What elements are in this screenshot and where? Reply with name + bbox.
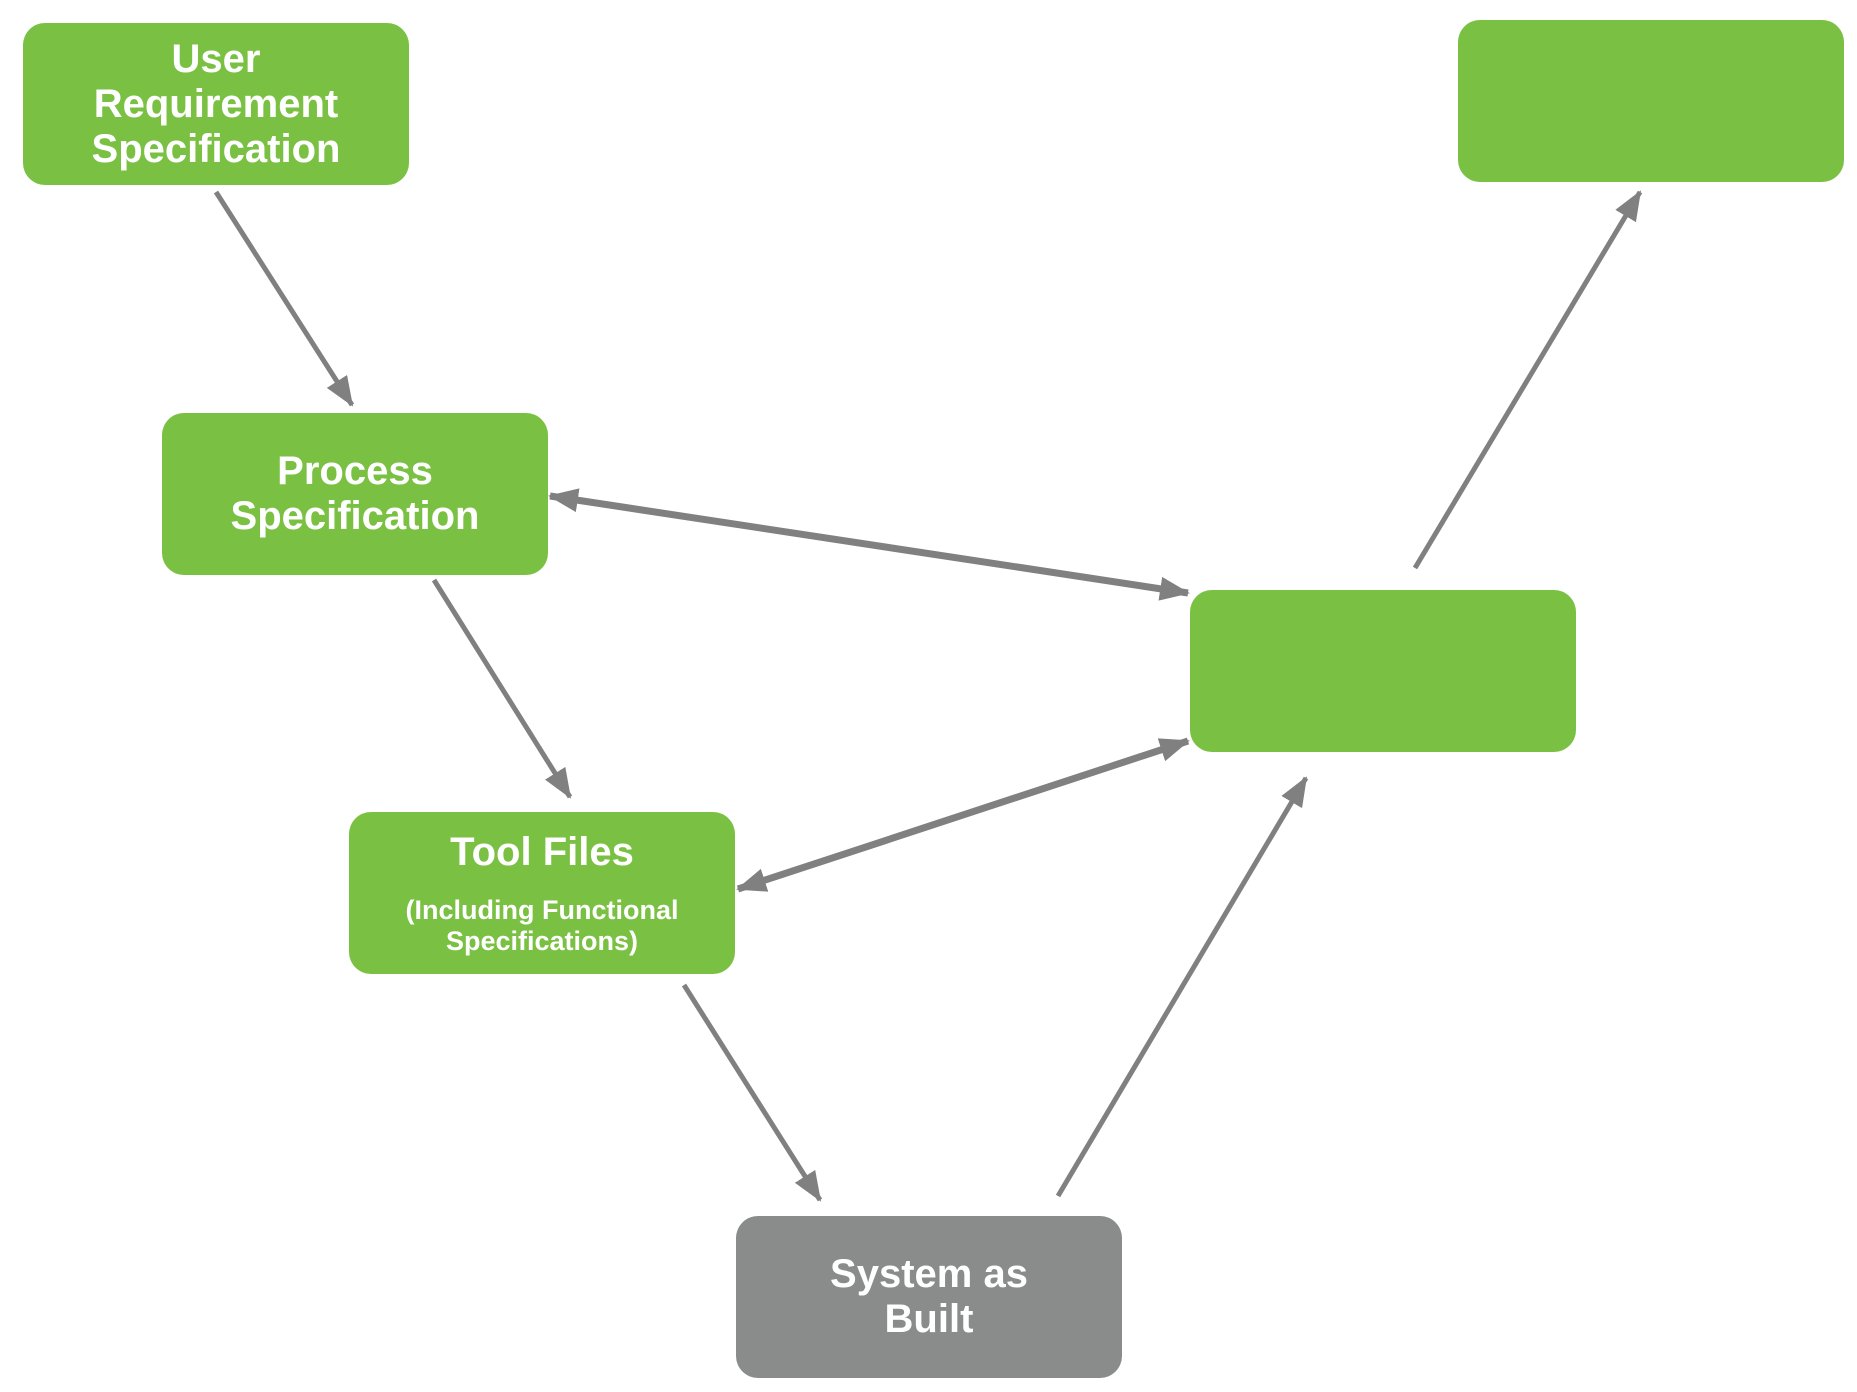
arrow-tool-files-to-system bbox=[681, 983, 823, 1202]
user-requirement-specification-box: User Requirement Specification bbox=[23, 23, 409, 185]
arrow-process-spec-to-tool-files bbox=[431, 578, 573, 799]
process-specification-label: Process Specification bbox=[230, 449, 480, 538]
arrow-process-spec-middle-box-bidirectional bbox=[548, 488, 1190, 601]
arrow-middle-box-to-top-box bbox=[1412, 190, 1643, 570]
user-requirement-specification-label: User Requirement Specification bbox=[91, 36, 341, 171]
top-right-box bbox=[1458, 20, 1844, 182]
process-specification-box: Process Specification bbox=[162, 413, 548, 575]
arrow-tool-files-middle-box-bidirectional bbox=[736, 737, 1190, 893]
system-as-built-label: System as Built bbox=[830, 1252, 1028, 1341]
arrow-system-to-middle-box bbox=[1055, 776, 1309, 1198]
system-as-built-box: System as Built bbox=[736, 1216, 1122, 1378]
tool-files-sublabel: (Including Functional Specifications) bbox=[405, 894, 679, 956]
tool-files-label: Tool Files bbox=[450, 829, 634, 874]
middle-right-box bbox=[1190, 590, 1576, 752]
tool-files-box: Tool Files (Including Functional Specifi… bbox=[349, 812, 735, 974]
arrow-urs-to-process-spec bbox=[213, 190, 355, 407]
